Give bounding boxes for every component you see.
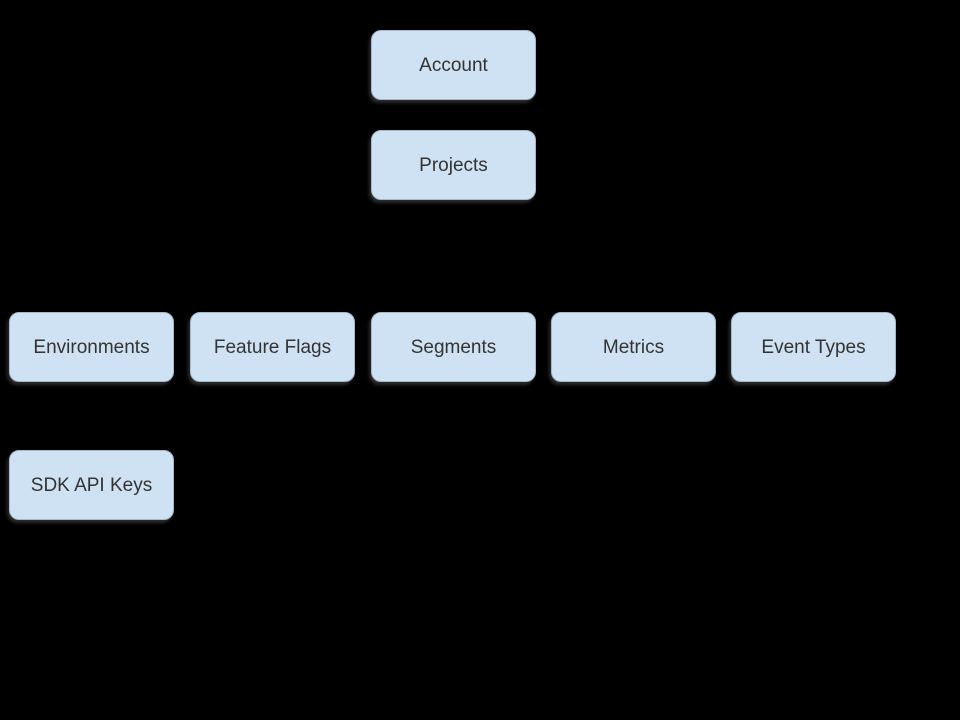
node-sdk-api-keys: SDK API Keys (9, 450, 174, 520)
node-segments: Segments (371, 312, 536, 382)
node-feature-flags: Feature Flags (190, 312, 355, 382)
node-account: Account (371, 30, 536, 100)
node-metrics: Metrics (551, 312, 716, 382)
node-event-types: Event Types (731, 312, 896, 382)
node-environments: Environments (9, 312, 174, 382)
node-projects: Projects (371, 130, 536, 200)
